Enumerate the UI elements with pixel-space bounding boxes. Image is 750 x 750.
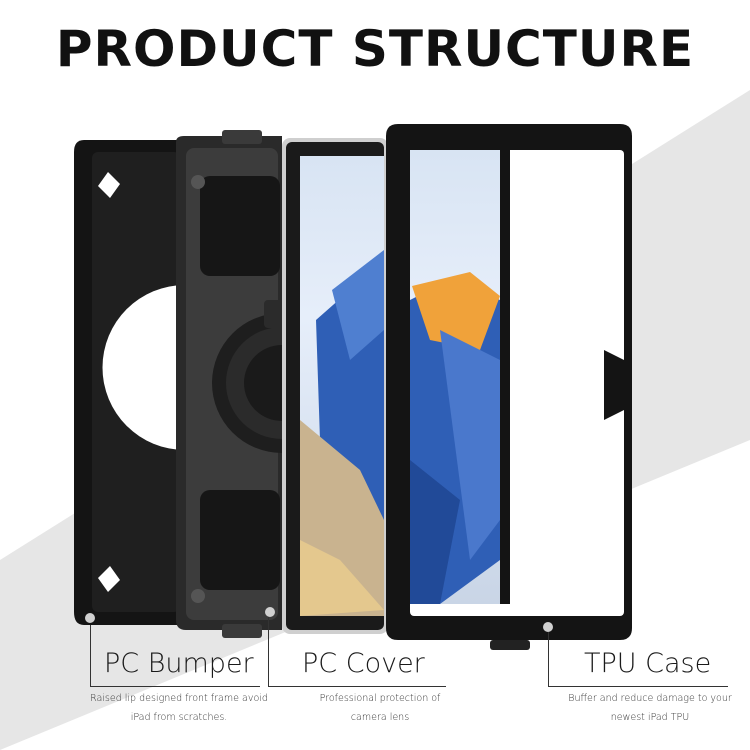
pc-bumper-description-line-2: iPad from scratches. bbox=[130, 712, 228, 723]
tpu-case-description-line-1: Buffer and reduce damage to your bbox=[568, 693, 732, 704]
front-frame-layer bbox=[386, 124, 632, 650]
page-title: PRODUCT STRUCTURE bbox=[55, 20, 695, 78]
tpu-case-label: TPU Case bbox=[584, 648, 712, 679]
pc-cover-description-line-2: camera lens bbox=[350, 712, 410, 723]
pc-cover-leader-horizontal bbox=[268, 686, 446, 687]
pc-cover-leader-vertical bbox=[268, 617, 269, 687]
tpu-case-leader-vertical bbox=[548, 632, 549, 687]
pc-cover-description-line-1: Professional protection of bbox=[319, 693, 441, 704]
back-shell-layer bbox=[74, 140, 185, 625]
pc-cover-label: PC Cover bbox=[302, 648, 425, 679]
tablet-screen-layer bbox=[282, 138, 388, 634]
tpu-case-description-line-2: newest iPad TPU bbox=[610, 712, 690, 723]
pc-bumper-leader-vertical bbox=[90, 625, 91, 687]
tpu-case-leader-horizontal bbox=[548, 686, 728, 687]
pc-bumper-description-line-1: Raised lip designed front frame avoid bbox=[90, 693, 268, 704]
pc-bumper-leader-horizontal bbox=[90, 686, 260, 687]
pc-bumper-label: PC Bumper bbox=[104, 648, 254, 679]
